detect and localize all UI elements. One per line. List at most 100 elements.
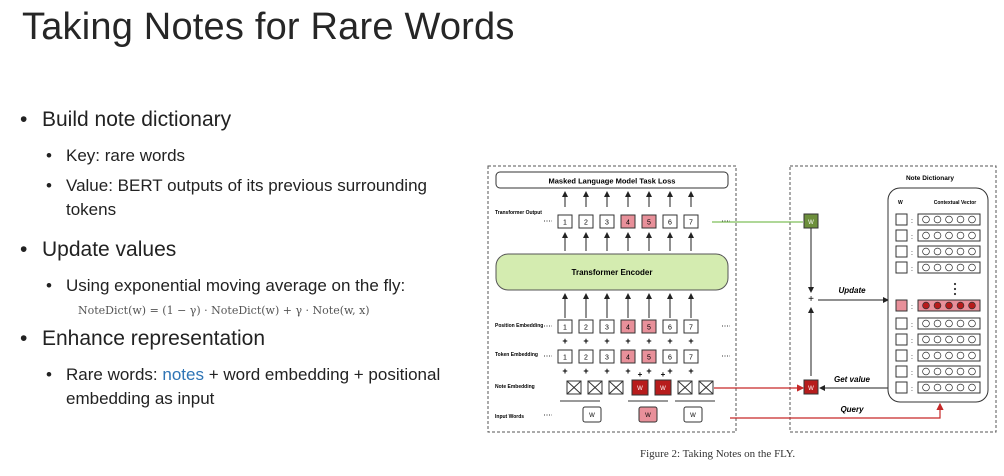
token-label: 6 [668, 325, 672, 332]
vector-dot [968, 319, 976, 328]
dict-colon: : [911, 370, 913, 377]
slide-title: Taking Notes for Rare Words [22, 6, 515, 48]
vector-dot [933, 263, 942, 272]
vector-column-header: Contextual Vector [934, 200, 977, 206]
dict-key-box [895, 365, 908, 378]
dict-colon: : [911, 304, 913, 311]
vector-dot [968, 231, 976, 240]
vector-dot [933, 367, 942, 376]
plus-sign: + [625, 336, 630, 346]
transformer-output-label: Transformer Output [495, 210, 542, 216]
get-value-label: Get value [834, 375, 871, 384]
plus-sign: + [625, 366, 630, 376]
input-word-box [582, 406, 602, 423]
token-label: 1 [563, 220, 567, 227]
rare-note-box [654, 379, 672, 396]
note-dictionary-title: Note Dictionary [906, 175, 954, 182]
token-label: 6 [668, 220, 672, 227]
notes-highlight: notes [162, 365, 204, 384]
plus-sign: + [667, 336, 672, 346]
rare-words-rest: + word embedding + positional embedding … [66, 365, 441, 408]
plus-sign: + [667, 366, 672, 376]
token-label: 4 [626, 220, 630, 227]
bullet-list: Build note dictionary Key: rare words Va… [18, 108, 468, 411]
token-box [683, 319, 699, 334]
dict-key-box [895, 299, 908, 312]
token-box [683, 214, 699, 229]
vector-dot [922, 367, 930, 376]
sub-bullet-value: Value: BERT outputs of its previous surr… [18, 174, 436, 222]
rare-key-red-label: W [808, 386, 814, 392]
cross-line [566, 380, 582, 395]
cross-line [677, 380, 693, 395]
input-word-label: W [690, 413, 696, 419]
dict-key-box [895, 245, 908, 258]
plus-sign: + [562, 336, 567, 346]
vector-dot [922, 215, 930, 224]
sub-bullet-ema: Using exponential moving average on the … [18, 274, 436, 298]
vector-dot [956, 351, 965, 360]
token-box [641, 319, 657, 334]
vector-dot [945, 215, 953, 224]
encoder-panel [487, 165, 737, 433]
plus-sign: + [661, 370, 666, 379]
vector-dot [956, 215, 965, 224]
cross-line [698, 380, 714, 395]
vector-dot [945, 367, 953, 376]
vector-dot [922, 247, 930, 256]
figure-caption: Figure 2: Taking Notes on the FLY. [640, 448, 796, 460]
rare-note-box [631, 379, 649, 396]
sub-bullet-key: Key: rare words [18, 144, 468, 168]
update-label: Update [838, 286, 866, 295]
token-box [578, 319, 594, 334]
vector-dot [945, 247, 953, 256]
mlm-loss-label: Masked Language Model Task Loss [549, 177, 676, 186]
vector-dot [933, 247, 942, 256]
token-box [620, 319, 636, 334]
token-box [641, 214, 657, 229]
vector-dot [956, 383, 965, 392]
vector-dot [922, 263, 930, 272]
plus-sign: + [646, 366, 651, 376]
token-box [620, 214, 636, 229]
token-label: 7 [689, 355, 693, 362]
vector-dot [956, 231, 965, 240]
rare-note-label: W [660, 386, 666, 392]
dict-key-box [895, 333, 908, 346]
dict-key-box [895, 213, 908, 226]
token-embedding-label: Token Embedding [495, 352, 538, 358]
note-embedding-row: W+W+ [560, 370, 715, 402]
vector-dot [956, 247, 965, 256]
token-box [662, 349, 678, 364]
token-box [662, 319, 678, 334]
vector-dot [945, 301, 953, 310]
plus-sign: + [583, 336, 588, 346]
key-column-header: W [898, 200, 903, 206]
token-label: 6 [668, 355, 672, 362]
vector-dot [933, 383, 942, 392]
dict-key-box [895, 261, 908, 274]
plus-sign: + [604, 336, 609, 346]
vector-dot [956, 335, 965, 344]
vector-dot [956, 319, 965, 328]
plus-row-1: +++++++ [562, 336, 693, 346]
cross-line [587, 380, 603, 395]
token-label: 3 [605, 220, 609, 227]
arrows-to-encoder [562, 293, 694, 318]
token-label: 5 [647, 355, 651, 362]
token-label: 1 [563, 325, 567, 332]
plus-sign: + [688, 366, 693, 376]
cross-line [608, 380, 624, 395]
token-box [557, 319, 573, 334]
input-word-label: W [589, 413, 595, 419]
vector-dot [933, 319, 942, 328]
input-word-box [683, 406, 703, 423]
vector-dot [956, 301, 965, 310]
vector-dot [945, 335, 953, 344]
note-embedding-label: Note Embedding [495, 384, 535, 390]
arrows-to-loss [562, 191, 694, 207]
vector-dot [968, 383, 976, 392]
token-label: 4 [626, 325, 630, 332]
token-label: 1 [563, 355, 567, 362]
